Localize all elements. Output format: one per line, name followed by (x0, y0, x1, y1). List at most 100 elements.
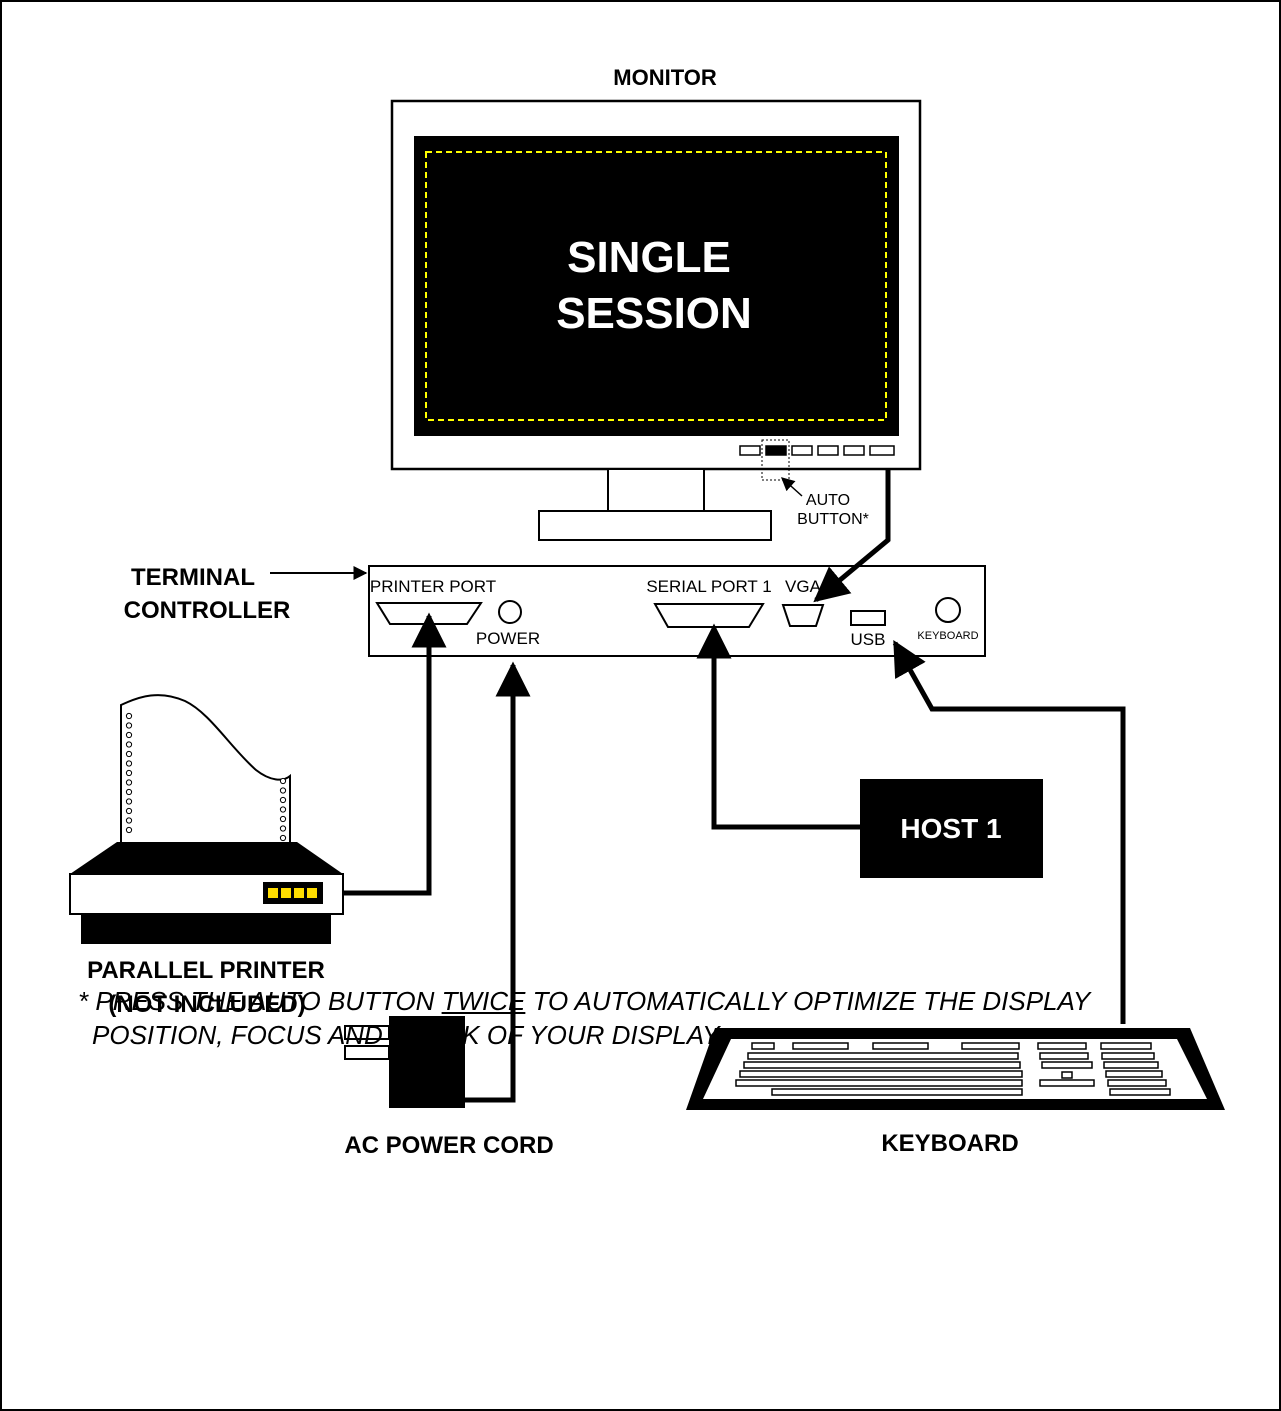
perforation-hole (125, 750, 133, 758)
auto-button-label-line2: BUTTON* (797, 511, 869, 528)
monitor-screen (414, 136, 899, 436)
power-cord-label: AC POWER CORD (344, 1132, 553, 1159)
printer-top (70, 842, 343, 874)
screen-text-single: SINGLE (567, 233, 731, 282)
host-box (860, 779, 1043, 878)
perforation-hole (279, 796, 287, 804)
footnote-prefix: * PRESS THE AUTO BUTTON (78, 986, 442, 1016)
perforation-hole (279, 806, 287, 813)
printer-led (307, 888, 317, 898)
paper-perforations (125, 712, 133, 834)
perforation-hole (125, 760, 133, 767)
power-jack (498, 600, 522, 624)
power-cable (465, 661, 531, 1103)
printer-led (294, 888, 304, 898)
printer-paper (120, 694, 291, 849)
perforation-hole (125, 788, 133, 796)
perforation-hole (125, 712, 133, 720)
serial-port-label: SERIAL PORT 1 (646, 577, 771, 596)
terminal-controller: PRINTER PORT POWER SERIAL PORT 1 VGA USB… (368, 565, 986, 657)
auto-button[interactable] (765, 445, 787, 456)
controller-title-line2: CONTROLLER (124, 597, 291, 624)
serial-cable (696, 623, 860, 830)
perforation-hole (279, 815, 287, 823)
keyboard-key (961, 1042, 1020, 1050)
usb-port-label: USB (851, 630, 886, 649)
controller-title-line1: TERMINAL (131, 564, 255, 591)
parallel-printer (69, 694, 344, 944)
ac-power-adapter (344, 1016, 465, 1108)
screen-text-session: SESSION (556, 289, 752, 338)
monitor: SINGLE SESSION AUTO BUTTON* (390, 99, 922, 541)
auto-button-label-line1: AUTO (806, 492, 850, 509)
perforation-hole (125, 798, 133, 805)
keyboard-key (872, 1042, 929, 1050)
perforation-hole (125, 769, 133, 777)
keyboard-key (1105, 1070, 1163, 1078)
printer-led (268, 888, 278, 898)
adapter-body (389, 1016, 465, 1108)
perforation-hole (125, 826, 133, 834)
keyboard-key (1103, 1061, 1159, 1069)
auto-button-highlight (761, 439, 790, 481)
keyboard-key (743, 1061, 1021, 1069)
keyboard-key (1107, 1079, 1167, 1087)
perforation-hole (125, 817, 133, 824)
keyboard-port-connector (935, 597, 961, 623)
monitor-base (538, 510, 772, 541)
power-port-label: POWER (476, 629, 540, 648)
printer-cable (343, 612, 447, 896)
keyboard-key (1100, 1042, 1152, 1050)
screen-active-area (425, 151, 887, 421)
monitor-neck (607, 468, 705, 512)
vga-port-connector (781, 604, 825, 627)
keyboard-key (1101, 1052, 1155, 1060)
usb-port-connector (850, 610, 886, 626)
perforation-hole (279, 825, 287, 832)
serial-port-connector (653, 603, 765, 628)
auto-button-pointer (780, 477, 803, 497)
perforation-hole (125, 807, 133, 815)
perforation-hole (279, 777, 287, 785)
footnote-emphasis: TWICE (441, 986, 526, 1016)
keyboard-device (686, 1028, 1225, 1110)
keyboard-key (1039, 1079, 1095, 1087)
vga-port-label: VGA (785, 577, 822, 596)
printer-panel (263, 882, 323, 904)
printer-label-line1: PARALLEL PRINTER (87, 957, 325, 984)
keyboard-key (747, 1052, 1019, 1060)
printer-label-line2: (NOT INCLUDED) (108, 991, 305, 1018)
monitor-button[interactable] (843, 445, 865, 456)
footnote-suffix: TO AUTOMATICALLY OPTIMIZE THE DISPLAY (525, 986, 1091, 1016)
monitor-title: MONITOR (613, 65, 717, 90)
monitor-button[interactable] (739, 445, 761, 456)
keyboard-key (1041, 1061, 1093, 1069)
keyboard-port-label: KEYBOARD (917, 630, 978, 642)
keyboard-key (1109, 1088, 1171, 1096)
monitor-button[interactable] (791, 445, 813, 456)
keyboard-label: KEYBOARD (881, 1130, 1018, 1157)
keyboard-cable (892, 639, 1126, 1024)
keyboard-key (771, 1088, 1023, 1096)
host-label: HOST 1 (900, 813, 1001, 844)
monitor-button[interactable] (869, 445, 895, 456)
printer-base (81, 914, 331, 944)
perforation-hole (279, 834, 287, 842)
keyboard-keys (735, 1042, 1171, 1096)
footnote-line2: POSITION, FOCUS AND CLOCK OF YOUR DISPLA… (92, 1020, 725, 1050)
keyboard-key (735, 1079, 1023, 1087)
keyboard-key (739, 1070, 1023, 1078)
monitor-button[interactable] (817, 445, 839, 456)
perforation-hole (125, 741, 133, 748)
perforation-hole (125, 731, 133, 739)
keyboard-key (1039, 1052, 1089, 1060)
footnote: * PRESS THE AUTO BUTTON TWICE TO AUTOMAT… (78, 984, 1228, 1052)
printer-led (281, 888, 291, 898)
perforation-hole (125, 722, 133, 729)
cables (343, 469, 1126, 1103)
keyboard-key (792, 1042, 849, 1050)
perforation-hole (279, 787, 287, 794)
